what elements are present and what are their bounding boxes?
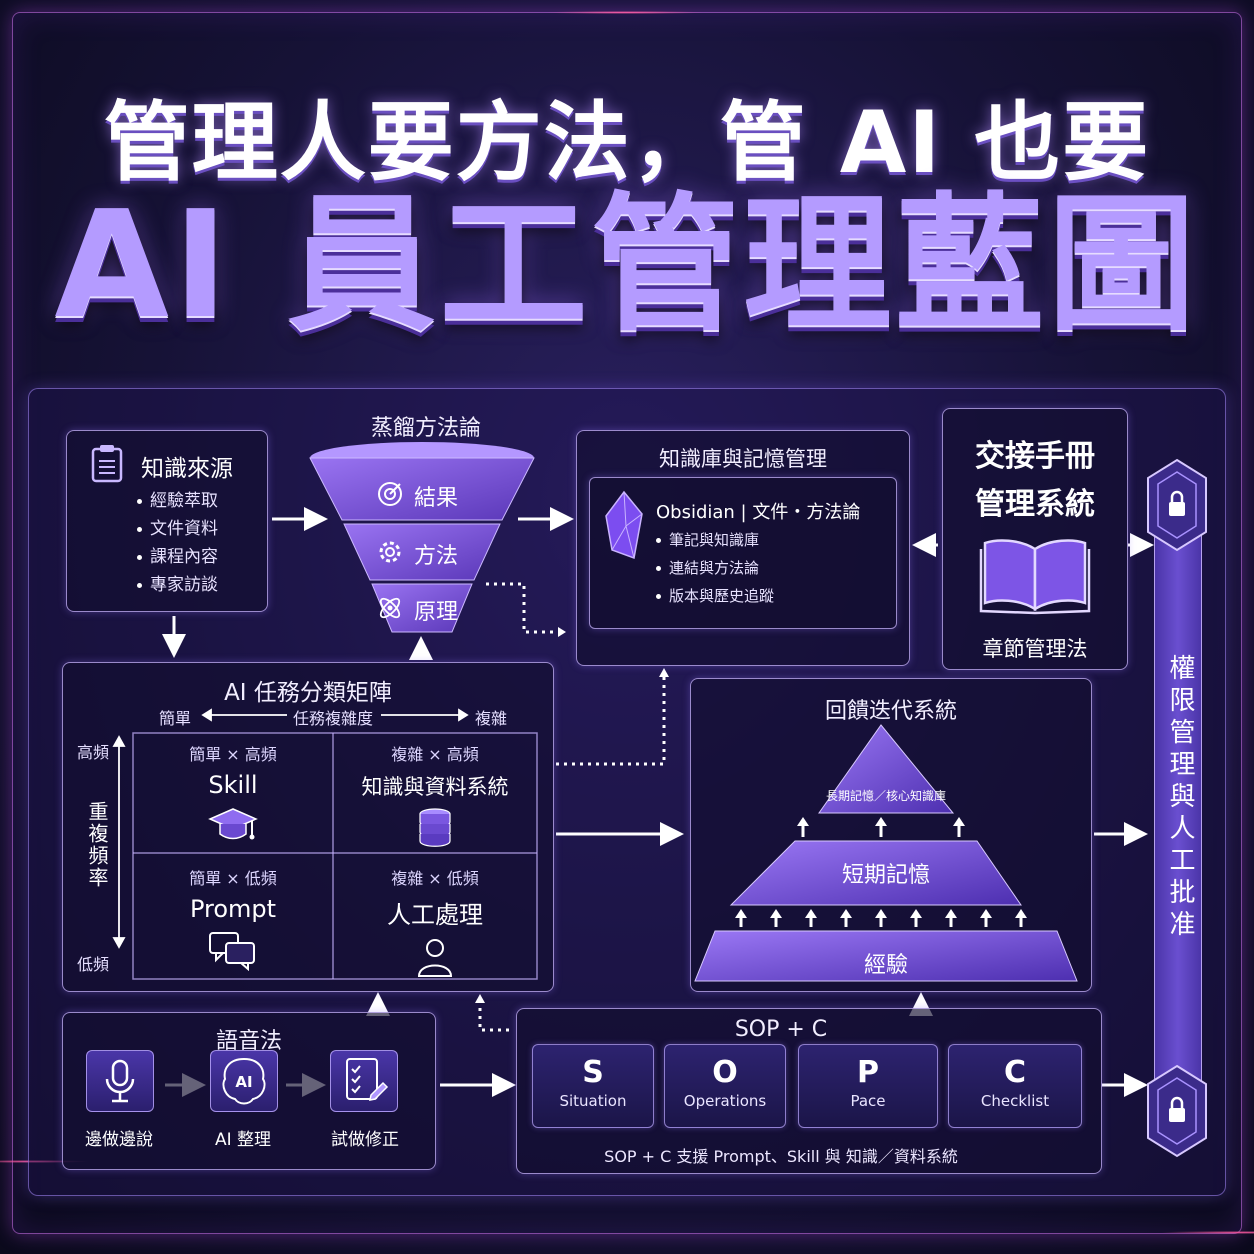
checklist-tile xyxy=(330,1050,398,1112)
knowledge-source-box: 知識來源 經驗萃取 文件資料 課程內容 專家訪談 xyxy=(66,430,268,612)
clipboard-icon xyxy=(91,445,123,483)
pyramid-middle-label: 短期記憶 xyxy=(841,863,930,888)
handover-title-2: 管理系統 xyxy=(975,487,1095,522)
dotted-matrix-to-kb xyxy=(556,676,666,766)
matrix-x-mid: 任務複雜度 xyxy=(293,709,374,728)
dotted-distill-to-kb xyxy=(486,582,566,634)
frame-glow-top xyxy=(545,11,705,14)
distill-layer-method: 方法 xyxy=(414,544,459,569)
distill-title: 蒸餾方法論 xyxy=(370,416,481,441)
list-item: 文件資料 xyxy=(137,515,218,543)
matrix-y-top: 高頻 xyxy=(77,743,110,762)
feedback-pyramid xyxy=(694,724,1078,982)
feedback-title: 回饋迭代系統 xyxy=(824,699,957,724)
pyramid-bottom-label: 經驗 xyxy=(863,953,908,978)
sopc-title: SOP + C xyxy=(734,1017,828,1042)
matrix-y-mid: 重複頻率 xyxy=(85,801,109,889)
handover-caption: 章節管理法 xyxy=(982,637,1088,661)
lock-shield-icon-bottom xyxy=(1147,1064,1207,1158)
ai-brain-tile: AI xyxy=(210,1050,278,1112)
person-icon xyxy=(417,939,453,977)
matrix-cell-manual: 複雜 × 低頻人工處理 xyxy=(333,865,537,982)
main-title: AI 員工管理藍圖 xyxy=(54,179,1200,351)
microphone-icon xyxy=(105,1059,135,1103)
headline: 管理人要方法，管 AI 也要 xyxy=(103,93,1151,193)
ai-badge-text: AI xyxy=(235,1073,252,1091)
permission-column xyxy=(1154,512,1202,1098)
sopc-caption: SOP + C 支援 Prompt、Skill 與 知識／資料系統 xyxy=(604,1147,958,1166)
ai-brain-icon: AI xyxy=(222,1057,266,1105)
frame-glow-bottom-left xyxy=(0,1160,90,1163)
knowledge-source-list: 經驗萃取 文件資料 課程內容 專家訪談 xyxy=(137,487,218,599)
frame-glow-bottom-right xyxy=(1160,1231,1254,1234)
list-item: 專家訪談 xyxy=(137,571,218,599)
database-icon xyxy=(419,808,451,847)
microphone-tile xyxy=(86,1050,154,1112)
obsidian-gem-icon xyxy=(605,490,643,560)
permission-label: 權限管理與人工批准 xyxy=(1165,654,1195,942)
kb-inner-box: Obsidian | 文件・方法論 筆記與知識庫 連結與方法論 版本與歷史追蹤 xyxy=(589,477,897,629)
list-item: 版本與歷史追蹤 xyxy=(656,582,774,610)
matrix-x-left: 簡單 xyxy=(159,709,192,728)
voice-title: 語音法 xyxy=(215,1029,282,1054)
gear-icon xyxy=(379,541,401,563)
list-item: 連結與方法論 xyxy=(656,554,774,582)
voice-step-1: 邊做邊說 xyxy=(85,1130,153,1150)
chat-bubbles-icon xyxy=(209,932,255,972)
target-icon xyxy=(378,482,402,506)
checklist-edit-icon xyxy=(346,1058,389,1101)
open-book-icon xyxy=(979,539,1091,615)
distill-layer-result: 結果 xyxy=(414,486,459,511)
atom-icon xyxy=(379,597,401,619)
distill-layer-principle: 原理 xyxy=(414,600,459,625)
list-item: 課程內容 xyxy=(137,543,218,571)
voice-step-3: 試做修正 xyxy=(331,1130,399,1150)
pyramid-top-label: 長期記憶／核心知識庫 xyxy=(825,789,946,803)
lock-shield-icon-top xyxy=(1147,458,1207,552)
graduation-cap-icon xyxy=(208,808,258,840)
handover-box: 交接手冊 管理系統 章節管理法 xyxy=(942,408,1128,670)
voice-step-2: AI 整理 xyxy=(214,1130,272,1150)
matrix-axes xyxy=(112,708,538,980)
kb-title: 知識庫與記憶管理 xyxy=(659,447,827,471)
kb-list: 筆記與知識庫 連結與方法論 版本與歷史追蹤 xyxy=(656,526,774,610)
dotted-sopc-to-matrix xyxy=(478,1000,514,1032)
matrix-y-bottom: 低頻 xyxy=(77,955,110,974)
matrix-x-right: 複雜 xyxy=(475,709,508,728)
knowledge-source-title: 知識來源 xyxy=(141,456,233,482)
kb-headline: Obsidian | 文件・方法論 xyxy=(656,502,861,523)
matrix-title: AI 任務分類矩陣 xyxy=(224,680,392,706)
distill-funnel xyxy=(309,442,535,633)
feedback-box: 回饋迭代系統 長期記憶／核心知識庫 xyxy=(690,678,1092,992)
list-item: 筆記與知識庫 xyxy=(656,526,774,554)
task-matrix-box: AI 任務分類矩陣 簡單 任務複雜度 複雜 高頻 重複頻率 低頻 簡單 × 高頻… xyxy=(62,662,554,992)
matrix-cell-knowledge-system: 複雜 × 高頻知識與資料系統 xyxy=(333,741,537,853)
list-item: 經驗萃取 xyxy=(137,487,218,515)
handover-title-1: 交接手冊 xyxy=(975,439,1095,474)
knowledge-base-box: 知識庫與記憶管理 Obsidian | 文件・方法論 筆記與知識庫 連結與方法論… xyxy=(576,430,910,666)
